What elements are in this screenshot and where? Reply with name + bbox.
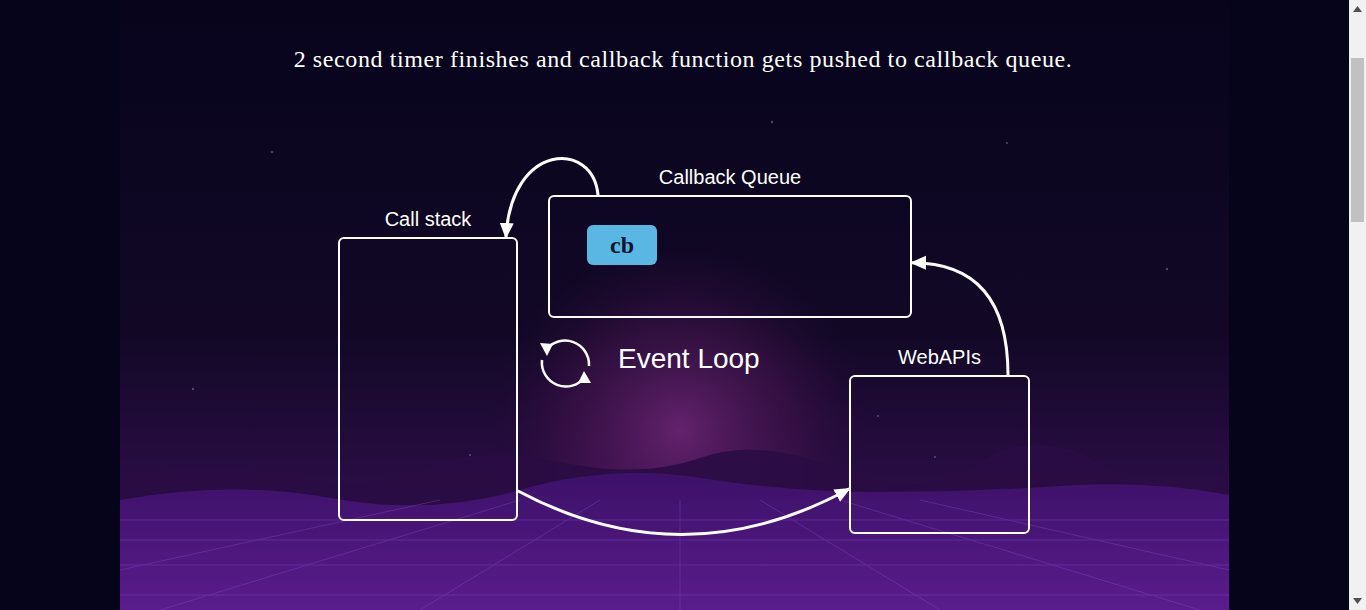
- grid-floor: [120, 473, 1229, 610]
- webapis-box: WebAPIs: [849, 375, 1030, 534]
- flow-arrow: [506, 159, 598, 237]
- callback-chip: cb: [587, 225, 657, 265]
- box-heading: Callback Queue: [659, 166, 801, 189]
- box-heading: WebAPIs: [898, 346, 981, 369]
- box-heading: Call stack: [385, 208, 472, 231]
- scrollbar: [1349, 0, 1366, 610]
- event-loop-icon: [540, 341, 591, 387]
- event-loop-label: Event Loop: [618, 343, 760, 375]
- call-stack-box: Call stack: [338, 237, 518, 521]
- callback-queue-box: Callback Queuecb: [548, 195, 912, 318]
- slide-title: 2 second timer finishes and callback fun…: [0, 46, 1366, 73]
- grid-lines: [120, 500, 1229, 610]
- chip-text: cb: [610, 232, 634, 259]
- flow-arrow: [518, 489, 849, 535]
- far-hills: [120, 444, 1229, 610]
